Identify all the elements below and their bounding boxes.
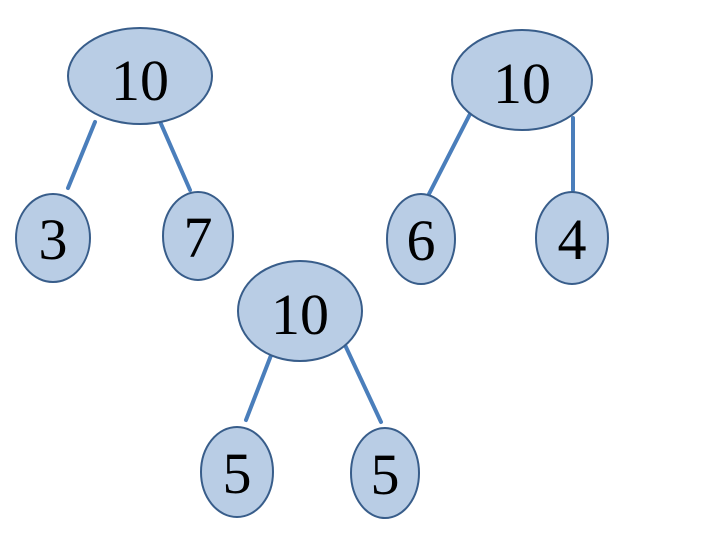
tree-1-right-node: 7 xyxy=(162,191,234,281)
edges xyxy=(66,112,575,424)
tree-3-right-label: 5 xyxy=(371,442,400,507)
tree-1-edge-right xyxy=(156,115,192,192)
tree-1-root-node: 10 xyxy=(67,27,213,125)
tree-3: 10 5 5 xyxy=(200,260,420,519)
tree-2: 10 6 4 xyxy=(386,29,609,285)
tree-2-left-shape xyxy=(386,193,456,285)
tree-2-edge-left xyxy=(427,112,472,196)
tree-1-right-label: 7 xyxy=(184,205,213,270)
tree-2-root-label: 10 xyxy=(493,51,551,116)
tree-1-root-shape xyxy=(67,27,213,125)
tree-1-edge-left xyxy=(66,120,97,190)
tree-3-left-shape xyxy=(200,426,274,518)
tree-3-edge-left xyxy=(244,343,277,422)
tree-1-root-label: 10 xyxy=(111,48,169,113)
tree-1-left-shape xyxy=(15,193,91,283)
tree-3-right-shape xyxy=(350,427,420,519)
tree-2-root-shape xyxy=(451,29,593,131)
tree-3-left-node: 5 xyxy=(200,426,274,518)
tree-2-root-node: 10 xyxy=(451,29,593,131)
tree-1-left-label: 3 xyxy=(39,207,68,272)
tree-3-right-node: 5 xyxy=(350,427,420,519)
tree-2-left-label: 6 xyxy=(407,208,436,273)
tree-2-right-shape xyxy=(535,191,609,285)
tree-3-root-node: 10 xyxy=(237,260,363,362)
tree-1-left-node: 3 xyxy=(15,193,91,283)
tree-2-right-node: 4 xyxy=(535,191,609,285)
tree-3-root-shape xyxy=(237,260,363,362)
tree-1-right-shape xyxy=(162,191,234,281)
tree-2-right-label: 4 xyxy=(558,207,587,272)
tree-3-edge-right xyxy=(343,343,383,424)
tree-2-left-node: 6 xyxy=(386,193,456,285)
tree-3-root-label: 10 xyxy=(271,282,329,347)
tree-1: 10 3 7 xyxy=(15,27,234,283)
tree-3-left-label: 5 xyxy=(223,441,252,506)
